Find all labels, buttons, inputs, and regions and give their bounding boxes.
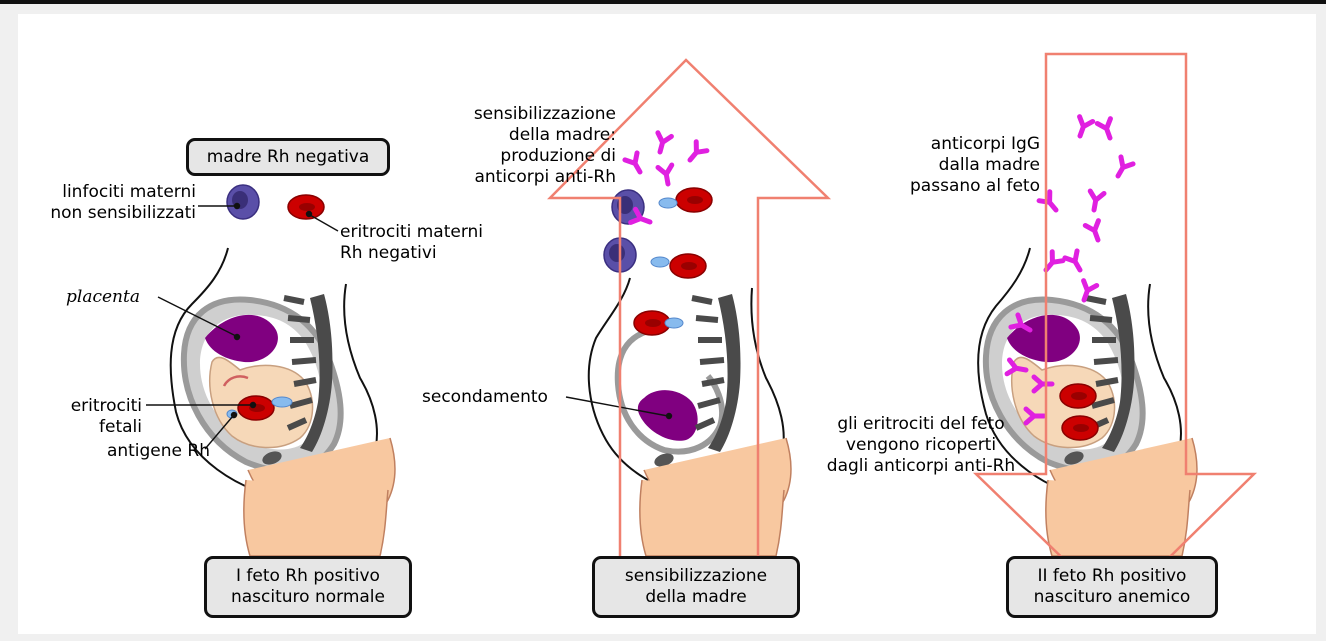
sensitization-text: sensibilizzazione della madre: produzion… bbox=[440, 104, 616, 188]
coated-erythrocyte-3b bbox=[1062, 416, 1098, 440]
erythrocyte-2b bbox=[670, 254, 706, 278]
maternal-erythrocytes-label: eritrociti materni Rh negativi bbox=[340, 222, 483, 264]
coated-erythrocyte-3a bbox=[1060, 384, 1096, 408]
fetal-erythrocytes-label: eritrociti fetali bbox=[30, 396, 142, 438]
first-fetus-caption: I feto Rh positivo nascituro normale bbox=[204, 556, 412, 618]
maternal-lymphocytes-label: linfociti materni non sensibilizzati bbox=[40, 182, 196, 224]
maternal-erythrocyte-1 bbox=[288, 195, 324, 219]
sensitization-caption: sensibilizzazione della madre bbox=[592, 556, 800, 618]
second-fetus-caption: II feto Rh positivo nascituro anemico bbox=[1006, 556, 1218, 618]
rh-antigen-label: antigene Rh bbox=[60, 441, 210, 462]
erythrocyte-2a bbox=[676, 188, 712, 212]
coated-erythrocytes-label: gli eritrociti del feto vengono ricopert… bbox=[806, 414, 1036, 477]
maternal-lymphocyte-1 bbox=[227, 185, 259, 219]
placenta-label: placenta bbox=[66, 287, 140, 308]
igg-antibodies-label: anticorpi IgG dalla madre passano al fet… bbox=[880, 134, 1040, 197]
afterbirth-label: secondamento bbox=[422, 387, 548, 408]
mother-rh-negative-box: madre Rh negativa bbox=[186, 138, 390, 176]
fetal-erythrocyte-1 bbox=[238, 396, 274, 420]
rh-antigen-1 bbox=[272, 397, 292, 407]
